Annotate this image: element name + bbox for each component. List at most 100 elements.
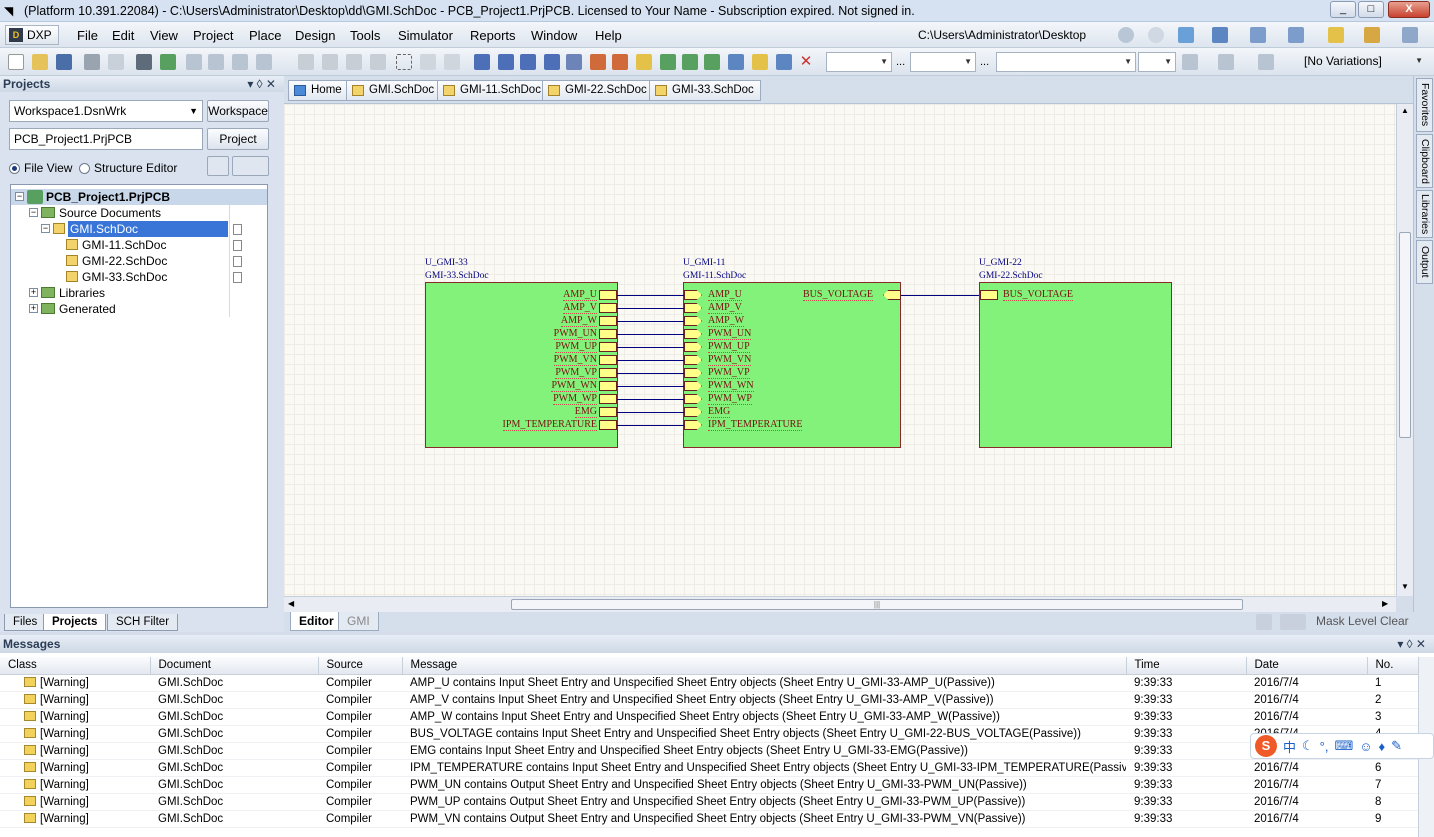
tree-item-gmi11[interactable]: GMI-11.SchDoc (11, 237, 267, 253)
collapse-icon[interactable]: − (41, 223, 50, 233)
grid-icon[interactable] (1402, 27, 1418, 43)
new-file-icon[interactable] (8, 54, 24, 70)
sheet11-entry-bus-voltage[interactable] (883, 290, 901, 300)
sort-icon[interactable] (1258, 54, 1274, 70)
tab-home[interactable]: Home (288, 80, 349, 101)
menu-simulator[interactable]: Simulator (398, 28, 453, 43)
collapse-icon[interactable]: − (29, 207, 38, 217)
menu-tools[interactable]: Tools (350, 28, 381, 43)
bus-icon[interactable] (498, 54, 514, 70)
tree-item-gmi[interactable]: − GMI.SchDoc (11, 221, 267, 237)
sheet33-entry[interactable] (599, 381, 617, 391)
power-port-icon[interactable] (1288, 27, 1304, 43)
device-sheet-icon[interactable] (704, 54, 720, 70)
tree-item-generated[interactable]: + Generated (11, 301, 267, 317)
sheet11-entry[interactable] (684, 342, 702, 352)
tab-gmi-sheet[interactable]: GMI (338, 612, 379, 631)
col-class[interactable]: Class (0, 657, 151, 675)
tree-item-project[interactable]: − PCB_Project1.PrjPCB (11, 189, 267, 205)
minimize-button[interactable]: _ (1330, 1, 1356, 18)
sheet33-entry[interactable] (599, 329, 617, 339)
open-folder-icon[interactable] (32, 54, 48, 70)
sheet33-entry[interactable] (599, 394, 617, 404)
wrench-icon[interactable]: ✎ (1391, 738, 1403, 753)
maximize-button[interactable]: □ (1358, 1, 1384, 18)
tab-gmi33[interactable]: GMI-33.SchDoc (649, 80, 761, 101)
scroll-up-icon[interactable]: ▲ (1401, 106, 1409, 115)
scroll-thumb[interactable] (1399, 232, 1411, 438)
horizontal-scrollbar[interactable]: ◀|||▶ (284, 596, 1396, 612)
close-button[interactable]: X (1388, 1, 1430, 18)
off-sheet-icon[interactable] (776, 54, 792, 70)
sheet33-entry[interactable] (599, 368, 617, 378)
expand-icon[interactable]: + (29, 287, 38, 297)
copy-icon[interactable] (322, 54, 338, 70)
radio-structure-editor[interactable]: Structure Editor (79, 161, 177, 175)
select-area-icon[interactable] (396, 54, 412, 70)
navigate-icon[interactable] (1178, 27, 1194, 43)
probe-icon[interactable] (1328, 27, 1344, 43)
align-icon[interactable] (1250, 27, 1266, 43)
sheet-symbol-icon[interactable] (660, 54, 676, 70)
tab-projects[interactable]: Projects (43, 614, 107, 631)
bus-entry-icon[interactable] (520, 54, 536, 70)
sheet11-entry[interactable] (684, 329, 702, 339)
tab-gmi22[interactable]: GMI-22.SchDoc (542, 80, 654, 101)
net-color-icon[interactable] (1364, 27, 1380, 43)
vcc-port-icon[interactable] (612, 54, 628, 70)
ime-toolbar[interactable]: S 中 ☾ °, ⌨ ☺ ♦ ✎ (1250, 733, 1434, 759)
punctuation-icon[interactable]: °, (1319, 738, 1329, 754)
port-icon[interactable] (752, 54, 768, 70)
sheet11-entry[interactable] (684, 420, 702, 430)
project-button[interactable]: Project (207, 128, 269, 150)
col-no[interactable]: No. (1367, 657, 1419, 675)
menu-edit[interactable]: Edit (112, 28, 135, 43)
menu-reports[interactable]: Reports (470, 28, 516, 43)
col-document[interactable]: Document (150, 657, 319, 675)
rubber-stamp-icon[interactable] (370, 54, 386, 70)
sheet33-entry[interactable] (599, 407, 617, 417)
scroll-right-icon[interactable]: ▶ (1382, 599, 1389, 608)
move-icon[interactable] (420, 54, 436, 70)
col-message[interactable]: Message (402, 657, 1127, 675)
menu-file[interactable]: File (77, 28, 98, 43)
sheet33-entry[interactable] (599, 290, 617, 300)
sheet11-entry[interactable] (684, 394, 702, 404)
user-icon[interactable]: ☺ (1359, 738, 1373, 754)
menu-project[interactable]: Project (193, 28, 234, 43)
schematic-canvas[interactable]: U_GMI-33 GMI-33.SchDoc U_GMI-11 GMI-11.S… (284, 104, 1396, 596)
tab-gmi[interactable]: GMI.SchDoc (346, 80, 442, 101)
filter-icon[interactable] (1182, 54, 1198, 70)
tree-item-gmi22[interactable]: GMI-22.SchDoc (11, 253, 267, 269)
combo-1[interactable]: ▼ (826, 52, 892, 72)
keyboard-icon[interactable]: ⌨ (1334, 738, 1354, 753)
zoom-fit-icon[interactable] (186, 54, 202, 70)
scroll-down-icon[interactable]: ▼ (1401, 582, 1409, 591)
combo-2[interactable]: ▼ (910, 52, 976, 72)
list-icon[interactable] (1218, 54, 1234, 70)
device-sheets-icon[interactable] (136, 54, 152, 70)
print-icon[interactable] (84, 54, 100, 70)
expand-icon[interactable]: + (29, 303, 38, 313)
signal-harness-icon[interactable] (544, 54, 560, 70)
clear-button[interactable]: Clear (1380, 614, 1409, 628)
dock-tab-output[interactable]: Output (1416, 240, 1433, 284)
sheet11-entry[interactable] (684, 290, 702, 300)
panel-controls-icon[interactable]: ▾ ◊ ✕ (1397, 637, 1426, 651)
sheet33-entry[interactable] (599, 420, 617, 430)
workspace-button[interactable]: Workspace (207, 100, 269, 122)
combo-3[interactable]: ▼ (996, 52, 1136, 72)
paste-icon[interactable] (346, 54, 362, 70)
shirt-icon[interactable]: ♦ (1378, 738, 1386, 754)
tab-sch-filter[interactable]: SCH Filter (107, 614, 179, 631)
document-path-combo[interactable]: C:\Users\Administrator\Desktop (918, 28, 1087, 42)
tree-item-libraries[interactable]: + Libraries (11, 285, 267, 301)
sheet33-entry[interactable] (599, 316, 617, 326)
wire-icon[interactable] (474, 54, 490, 70)
sheet11-entry[interactable] (684, 355, 702, 365)
col-date[interactable]: Date (1246, 657, 1368, 675)
